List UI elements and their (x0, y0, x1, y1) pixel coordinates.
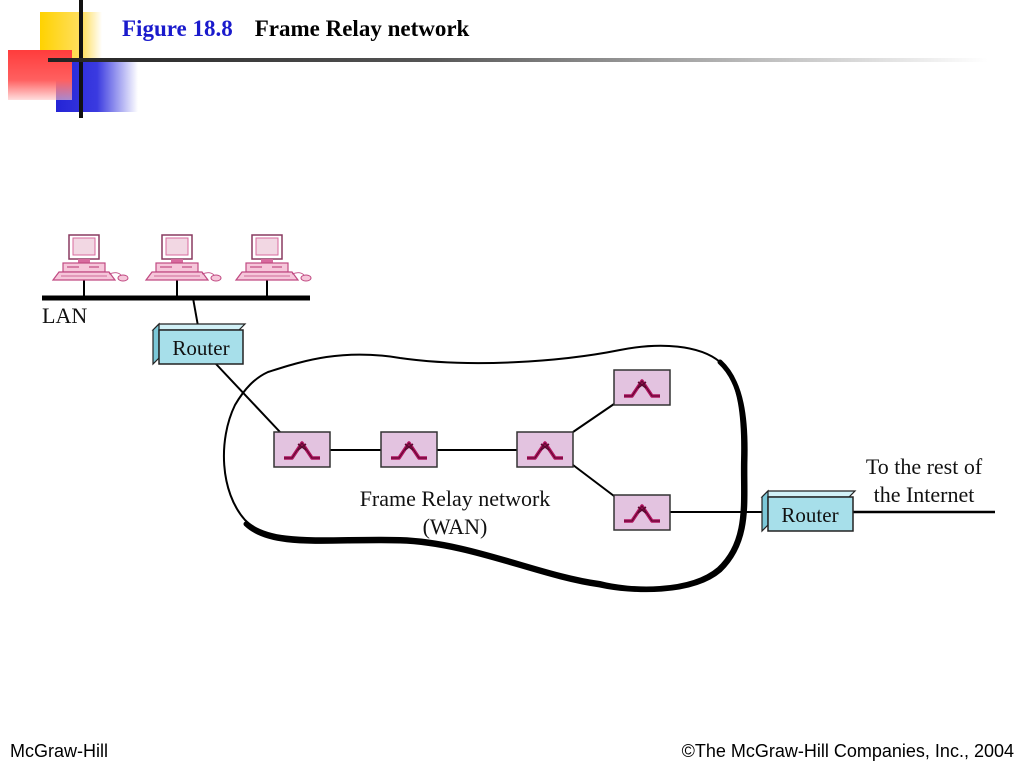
wan-cloud (222, 344, 744, 589)
lan-computer-2 (145, 234, 222, 282)
link-lan-router (192, 297, 199, 327)
figure-label: Figure 18.8 (122, 16, 233, 41)
frame-relay-switch-1 (272, 430, 332, 469)
frame-relay-switch-3 (515, 430, 575, 469)
page-title: Figure 18.8 Frame Relay network (122, 16, 469, 42)
frame-relay-switch-5 (612, 493, 672, 532)
cloud-label-line2: (WAN) (423, 514, 488, 539)
cloud-label-line1: Frame Relay network (360, 486, 551, 511)
router-right-label: Router (781, 503, 838, 527)
footer-publisher: McGraw-Hill (10, 741, 108, 761)
lan-label: LAN (42, 303, 87, 328)
frame-relay-switch-4 (612, 368, 672, 407)
wan-cloud-shadow (243, 359, 748, 593)
lan-computer-1 (52, 234, 129, 282)
lan-computer-3 (235, 234, 312, 282)
footer-copyright: ©The McGraw-Hill Companies, Inc., 2004 (681, 741, 1014, 761)
frame-relay-switch-2 (379, 430, 439, 469)
link-router-switch1 (215, 363, 281, 433)
router-left-label: Router (172, 336, 229, 360)
router-left: Router (151, 322, 247, 366)
link-switch3-switch4 (572, 403, 615, 433)
title-rule (48, 58, 988, 62)
internet-label-line1: To the rest of (866, 454, 983, 479)
link-switch3-switch5 (572, 464, 615, 497)
router-right: Router (760, 489, 857, 533)
internet-label-line2: the Internet (874, 482, 975, 507)
figure-title: Frame Relay network (254, 16, 470, 41)
